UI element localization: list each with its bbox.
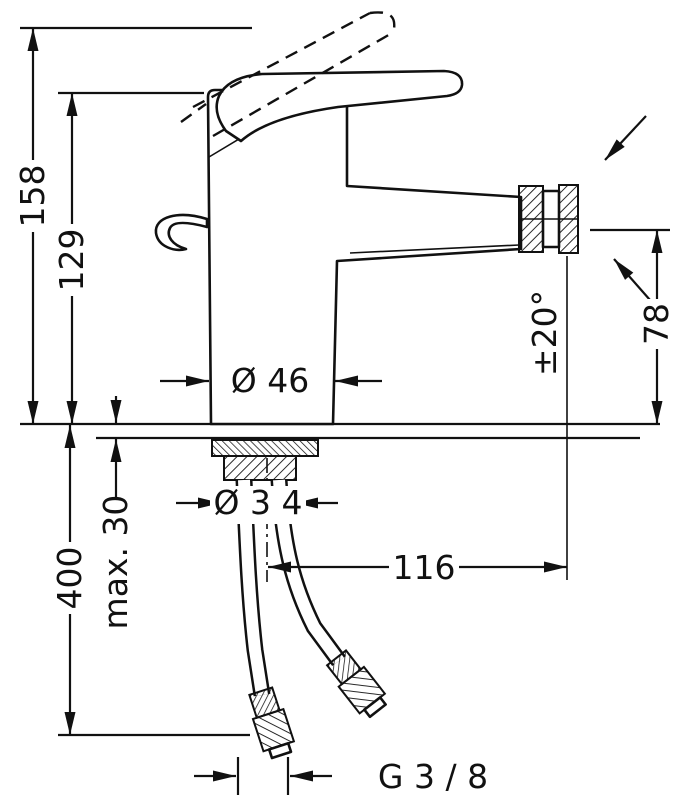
raised-lever-heel <box>180 103 207 123</box>
label-mask <box>17 160 51 232</box>
label-mask <box>210 486 306 524</box>
aerator-outlet <box>518 184 579 254</box>
raised-lever-tip <box>369 11 396 34</box>
threaded-shank <box>223 455 297 481</box>
connector-tip <box>267 741 293 760</box>
label-mask <box>56 224 90 296</box>
dim-label-spout-height: 129 <box>52 229 91 292</box>
dimension-labels: 158 129 400 max. 30 Ø 46 78 ±20° Ø 3 4 1… <box>13 160 676 796</box>
hose-connector-left <box>248 686 296 760</box>
faucet-drawing <box>154 11 579 426</box>
spout-underside-line <box>349 244 520 254</box>
dim-label-max-thickness: max. 30 <box>96 495 135 630</box>
connector-tip <box>363 696 387 719</box>
mounting-flange <box>211 439 319 457</box>
label-mask <box>389 551 459 589</box>
label-mask <box>54 542 88 614</box>
swivel-arrow-lower <box>613 258 651 301</box>
popup-rod-hook <box>154 213 209 252</box>
dim-label-body-diameter: Ø 46 <box>231 361 309 400</box>
dim-label-swivel-angle: ±20° <box>525 290 564 376</box>
handle-lever-raised-dashed <box>180 11 396 138</box>
dim-label-outlet-height: 78 <box>637 303 676 345</box>
raised-lever-top-edge <box>192 11 371 109</box>
dim-label-hose-length: 400 <box>50 547 89 610</box>
dim-label-total-height: 158 <box>13 165 52 228</box>
hose-connector-right <box>325 649 387 719</box>
swivel-arrow-upper <box>604 115 647 161</box>
dim-label-shank-diameter: Ø 3 4 <box>214 483 303 522</box>
label-mask <box>641 299 675 349</box>
dim-label-spout-reach: 116 <box>393 548 456 587</box>
dim-thread <box>194 757 332 795</box>
dim-swivel-angle <box>604 115 651 301</box>
mounting-surface <box>20 422 660 440</box>
dim-label-thread: G 3 / 8 <box>378 757 488 796</box>
raised-lever-bottom-edge <box>212 31 393 138</box>
handle-lever <box>215 69 464 143</box>
